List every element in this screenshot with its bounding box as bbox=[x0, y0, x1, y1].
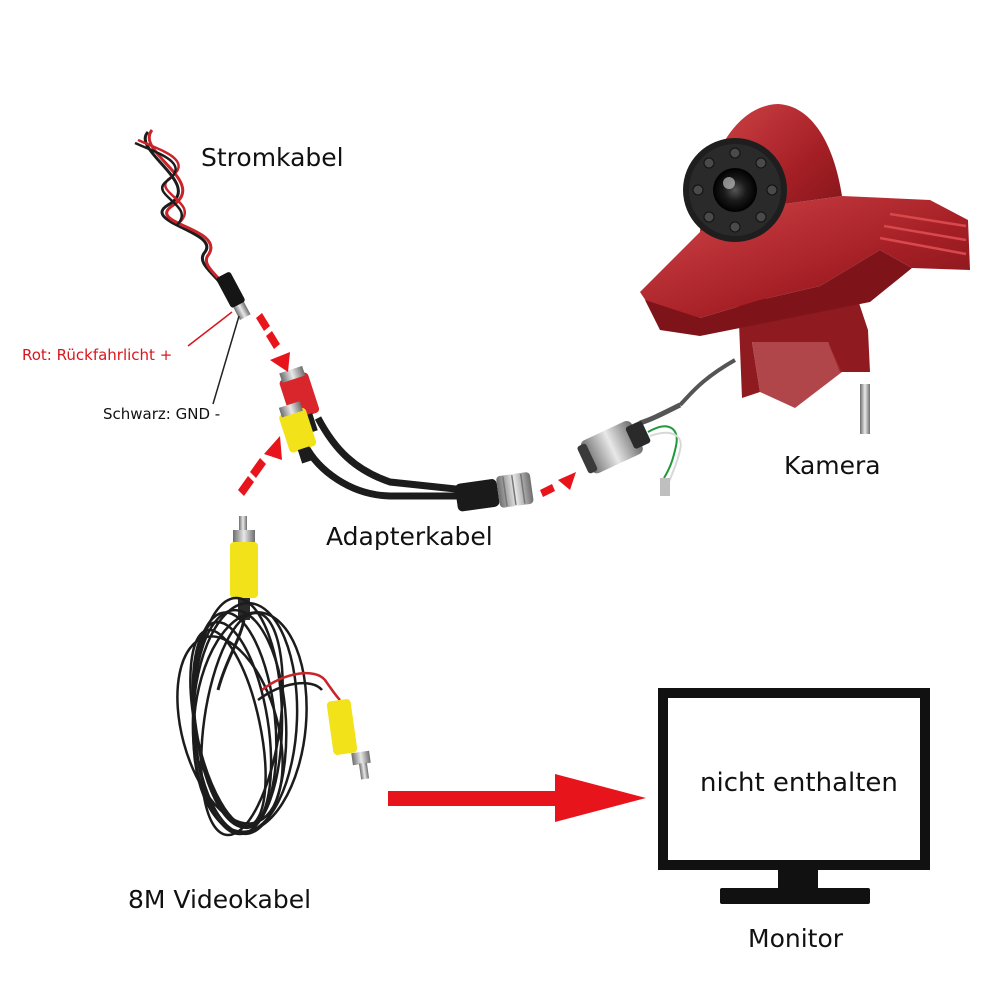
dc-plug bbox=[216, 272, 251, 321]
label-red-wire: Rot: Rückfahrlicht + bbox=[22, 346, 173, 364]
camera-connector bbox=[577, 420, 682, 496]
power-cable bbox=[134, 129, 251, 405]
arrow-video-to-monitor bbox=[388, 774, 646, 822]
video-cable bbox=[176, 516, 371, 837]
label-black-wire: Schwarz: GND - bbox=[103, 405, 221, 423]
camera bbox=[639, 104, 970, 434]
arrow-video-to-adapter bbox=[238, 436, 282, 496]
label-adapter-cable: Adapterkabel bbox=[326, 522, 493, 551]
label-monitor: Monitor bbox=[748, 924, 844, 953]
arrows bbox=[238, 313, 646, 822]
label-monitor-note: nicht enthalten bbox=[700, 768, 898, 798]
arrow-power-to-adapter bbox=[256, 313, 290, 372]
arrow-adapter-to-camera bbox=[540, 472, 576, 497]
adapter-cable bbox=[278, 365, 534, 512]
label-camera: Kamera bbox=[784, 451, 881, 480]
monitor-icon bbox=[658, 688, 930, 904]
label-video-cable: 8M Videokabel bbox=[128, 885, 312, 914]
label-power-cable: Stromkabel bbox=[201, 143, 344, 172]
